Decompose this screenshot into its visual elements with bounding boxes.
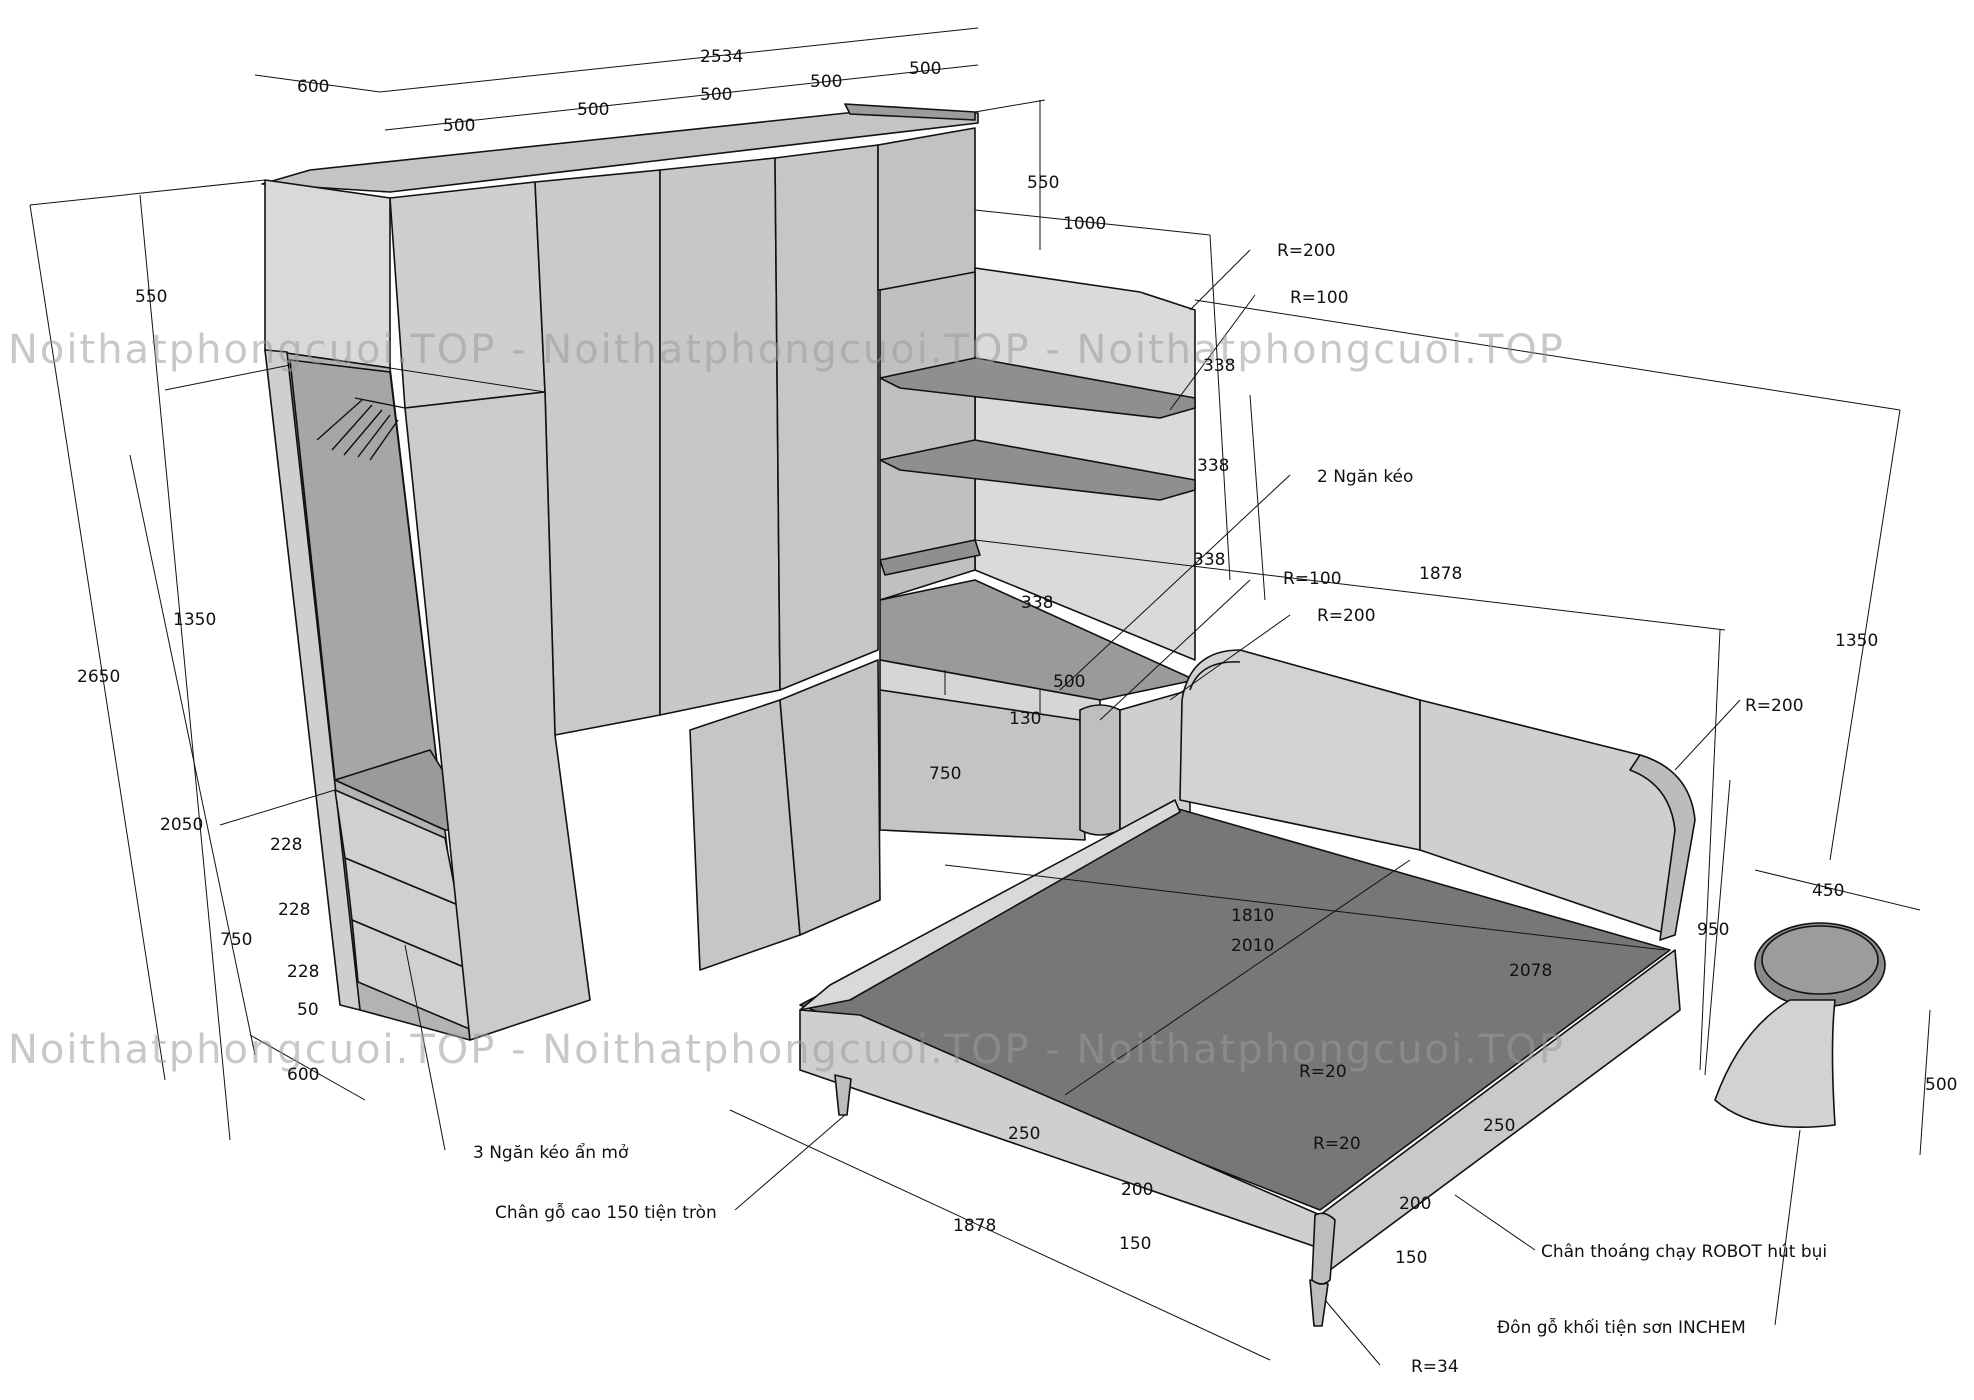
dim-1878-top: 1878 <box>1419 564 1462 584</box>
dim-228-b: 228 <box>278 900 310 920</box>
dim-1878-bottom: 1878 <box>953 1216 996 1236</box>
dim-228-c: 228 <box>287 962 319 982</box>
dim-950: 950 <box>1697 920 1729 940</box>
dim-1350-right: 1350 <box>1835 631 1878 651</box>
radius-labels: R=200 R=100 R=100 R=200 R=200 R=20 R=20 … <box>1277 241 1804 1377</box>
dim-338-c: 338 <box>1193 550 1225 570</box>
note-leg: Chân gỗ cao 150 tiện tròn <box>495 1202 717 1223</box>
hanger-icon <box>316 397 406 461</box>
radius-r100-shelf: R=100 <box>1290 288 1349 308</box>
dim-2078: 2078 <box>1509 961 1552 981</box>
annotation-notes: 2 Ngăn kéo 3 Ngăn kéo ẩn mở Chân gỗ cao … <box>473 467 1827 1338</box>
dim-500-a: 500 <box>443 116 475 136</box>
dim-338-b: 338 <box>1197 456 1229 476</box>
dim-200-b: 200 <box>1399 1194 1431 1214</box>
dim-750-desk: 750 <box>929 764 961 784</box>
radius-r200-headboard: R=200 <box>1745 696 1804 716</box>
dim-2050: 2050 <box>160 815 203 835</box>
dim-600-bottom: 600 <box>287 1065 319 1085</box>
dim-500-c: 500 <box>700 85 732 105</box>
dim-200-a: 200 <box>1121 1180 1153 1200</box>
note-3-drawers: 3 Ngăn kéo ẩn mở <box>473 1142 629 1163</box>
dim-338-d: 338 <box>1021 593 1053 613</box>
dim-500-stool: 500 <box>1925 1075 1957 1095</box>
radius-r200-desk: R=200 <box>1317 606 1376 626</box>
dim-750-left: 750 <box>220 930 252 950</box>
bed <box>799 649 1696 1327</box>
shelf-desk-unit <box>879 267 1196 841</box>
wardrobe <box>261 103 979 1041</box>
dim-2534: 2534 <box>700 47 743 67</box>
dim-50: 50 <box>297 1000 319 1020</box>
dim-250-b: 250 <box>1483 1116 1515 1136</box>
radius-r200-shelf: R=200 <box>1277 241 1336 261</box>
dim-250-a: 250 <box>1008 1124 1040 1144</box>
dim-130: 130 <box>1009 709 1041 729</box>
dim-450: 450 <box>1812 881 1844 901</box>
dim-500-e: 500 <box>909 59 941 79</box>
dim-550-right: 550 <box>1027 173 1059 193</box>
note-robot: Chân thoáng chạy ROBOT hút bụi <box>1541 1242 1827 1262</box>
dim-1810: 1810 <box>1231 906 1274 926</box>
dim-338-a: 338 <box>1203 356 1235 376</box>
dim-2650: 2650 <box>77 667 120 687</box>
dim-550-left: 550 <box>135 287 167 307</box>
radius-r20-a: R=20 <box>1299 1062 1347 1082</box>
dim-500-desk: 500 <box>1053 672 1085 692</box>
stool <box>1714 922 1886 1128</box>
dim-150-b: 150 <box>1395 1248 1427 1268</box>
dim-1000: 1000 <box>1063 214 1106 234</box>
dimension-lines <box>29 27 1931 1361</box>
dim-500-d: 500 <box>810 72 842 92</box>
radius-r100-desk: R=100 <box>1283 569 1342 589</box>
dim-600-top: 600 <box>297 77 329 97</box>
dim-500-b: 500 <box>577 100 609 120</box>
dimension-labels: 2534 600 500 500 500 500 500 550 1000 55… <box>77 47 1957 1268</box>
note-2-drawers: 2 Ngăn kéo <box>1317 467 1413 487</box>
dim-2010: 2010 <box>1231 936 1274 956</box>
watermark-bottom: Noithatphongcuoi.TOP - Noithatphongcuoi.… <box>8 1027 1565 1073</box>
dim-1350-left: 1350 <box>173 610 216 630</box>
radius-r34: R=34 <box>1411 1357 1459 1377</box>
dim-228-a: 228 <box>270 835 302 855</box>
leader-lines <box>404 249 1801 1366</box>
dim-150-a: 150 <box>1119 1234 1151 1254</box>
note-stool: Đôn gỗ khối tiện sơn INCHEM <box>1497 1317 1746 1338</box>
radius-r20-b: R=20 <box>1313 1134 1361 1154</box>
watermark-top: Noithatphongcuoi.TOP - Noithatphongcuoi.… <box>8 327 1565 373</box>
